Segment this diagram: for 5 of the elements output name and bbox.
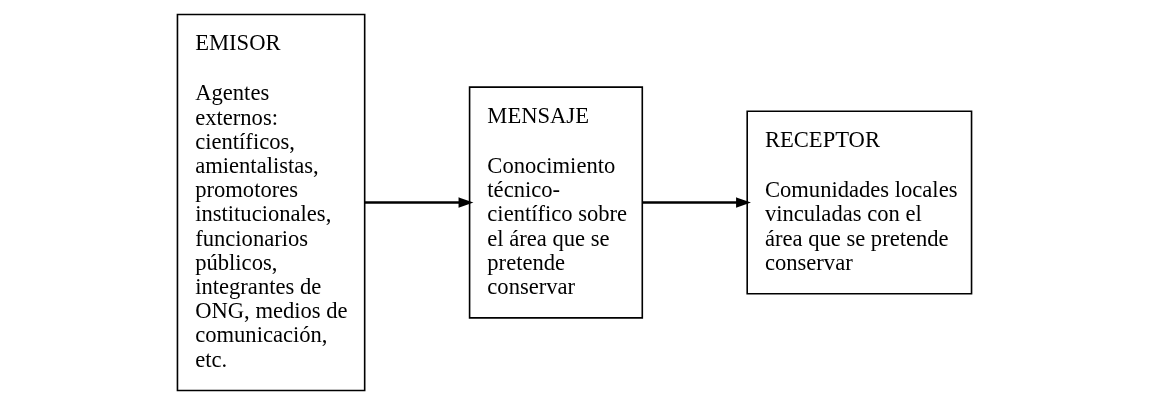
arrow — [642, 197, 751, 208]
node-box: RECEPTOR Comunidades locales vinculadas con el área que se pretende conservar — [746, 110, 973, 295]
arrow — [364, 197, 474, 208]
node-box: EMISOR Agentes externos: científicos, amientalistas, promotores institucionales, funcionarios públicos, integrantes de ONG, medios de comunicación, etc. — [176, 13, 366, 392]
node-box: MENSAJE Conocimiento técnico-científico sobre el área que se pretende conservar — [468, 86, 644, 319]
